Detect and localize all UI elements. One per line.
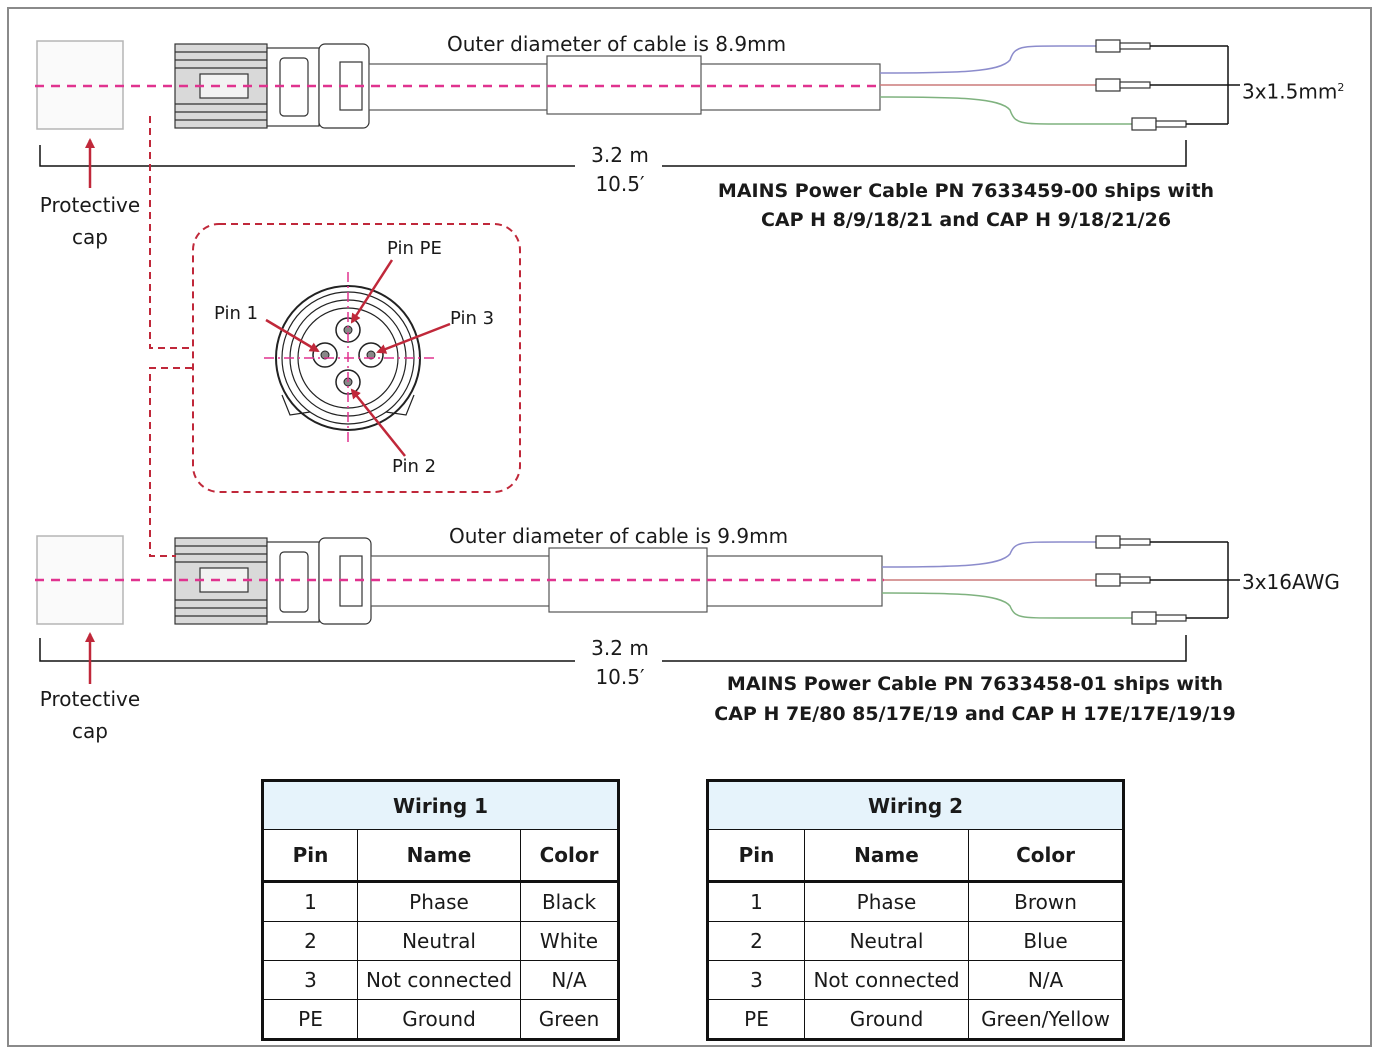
bottom-length-dimension <box>39 635 1187 662</box>
table-row: 3 Not connected N/A <box>707 960 1125 1000</box>
table-cell: Ground <box>357 999 521 1040</box>
top-protective-cap <box>36 40 124 130</box>
bottom-diameter-label: Outer diameter of cable is 9.9mm <box>449 524 789 548</box>
top-cap-label-line1: Protective <box>39 193 141 217</box>
table-cell: Green/Yellow <box>967 999 1125 1040</box>
table-cell: Neutral <box>357 921 521 961</box>
table-cell: Green <box>519 999 620 1040</box>
table-cell: PE <box>707 999 805 1040</box>
pin-3-label: Pin 3 <box>450 308 495 329</box>
top-length-ft: 10.5′ <box>595 172 645 196</box>
wiring-2-header-pin: Pin <box>707 829 805 882</box>
table-cell: 2 <box>707 921 805 961</box>
table-cell: N/A <box>967 960 1125 1000</box>
top-wire-bracket <box>1150 45 1240 125</box>
wiring-2-header-color: Color <box>967 829 1125 882</box>
pin-3-arrow <box>376 322 451 354</box>
table-row: 3 Not connected N/A <box>262 960 620 1000</box>
top-diameter-label: Outer diameter of cable is 8.9mm <box>447 32 787 56</box>
pin-1-label: Pin 1 <box>214 303 259 324</box>
table-cell: N/A <box>519 960 620 1000</box>
top-length-m: 3.2 m <box>591 143 649 167</box>
pin-1-arrow <box>265 318 320 353</box>
table-cell: Neutral <box>804 921 969 961</box>
bottom-cable-jacket <box>370 547 883 613</box>
wiring-1-header-pin: Pin <box>262 829 358 882</box>
top-wire-gauge: 3x1.5mm2 <box>1242 79 1345 104</box>
table-cell: Blue <box>967 921 1125 961</box>
table-cell: Phase <box>804 880 969 922</box>
table-cell: Phase <box>357 880 521 922</box>
top-length-dimension <box>39 140 1187 167</box>
table-cell: Not connected <box>804 960 969 1000</box>
bottom-cap-label-line1: Protective <box>39 687 141 711</box>
table-cell: White <box>519 921 620 961</box>
table-row: 2 Neutral Blue <box>707 921 1125 961</box>
table-cell: Ground <box>804 999 969 1040</box>
table-row: 1 Phase Brown <box>707 880 1125 922</box>
bottom-length-ft: 10.5′ <box>595 665 645 689</box>
pin-2-arrow <box>350 388 406 457</box>
table-cell: PE <box>262 999 358 1040</box>
top-cable-jacket <box>368 55 881 115</box>
bottom-protective-cap <box>36 535 124 625</box>
table-cell: Brown <box>967 880 1125 922</box>
bottom-wire-gauge: 3x16AWG <box>1242 570 1340 594</box>
wiring-2-table: Wiring 2 Pin Name Color 1 Phase Brown 2 … <box>706 779 1126 1041</box>
wiring-2-title: Wiring 2 <box>706 780 1125 830</box>
bottom-cap-label-line2: cap <box>72 719 108 743</box>
pin-detail-callout <box>149 116 521 557</box>
table-row: PE Ground Green <box>262 999 620 1040</box>
wiring-1-header-name: Name <box>357 829 521 882</box>
top-caption-line2: CAP H 8/9/18/21 and CAP H 9/18/21/26 <box>760 209 1172 231</box>
pin-2-label: Pin 2 <box>392 456 437 477</box>
bottom-cable-assembly <box>35 535 1240 684</box>
bottom-caption-line2: CAP H 7E/80 85/17E/19 and CAP H 17E/17E/… <box>714 703 1236 725</box>
bottom-length-m: 3.2 m <box>591 636 649 660</box>
table-cell: Black <box>519 880 620 922</box>
table-cell: 3 <box>707 960 805 1000</box>
table-cell: 1 <box>707 880 805 922</box>
top-caption-line1: MAINS Power Cable PN 7633459-00 ships wi… <box>717 180 1215 202</box>
wiring-1-header-color: Color <box>519 829 620 882</box>
table-cell: Not connected <box>357 960 521 1000</box>
table-cell: 3 <box>262 960 358 1000</box>
wiring-1-title: Wiring 1 <box>261 780 620 830</box>
bottom-wire-bracket <box>1150 541 1240 619</box>
bottom-caption-line1: MAINS Power Cable PN 7633458-01 ships wi… <box>726 673 1224 695</box>
wiring-1-table: Wiring 1 Pin Name Color 1 Phase Black 2 … <box>261 779 621 1041</box>
table-row: PE Ground Green/Yellow <box>707 999 1125 1040</box>
table-row: 1 Phase Black <box>262 880 620 922</box>
wiring-2-header-name: Name <box>804 829 969 882</box>
table-cell: 2 <box>262 921 358 961</box>
top-cap-label-line2: cap <box>72 225 108 249</box>
table-row: 2 Neutral White <box>262 921 620 961</box>
top-cable-assembly <box>35 39 1240 188</box>
pin-pe-arrow <box>350 259 394 324</box>
table-cell: 1 <box>262 880 358 922</box>
pin-pe-label: Pin PE <box>387 238 442 259</box>
outer-frame <box>7 7 1372 1047</box>
